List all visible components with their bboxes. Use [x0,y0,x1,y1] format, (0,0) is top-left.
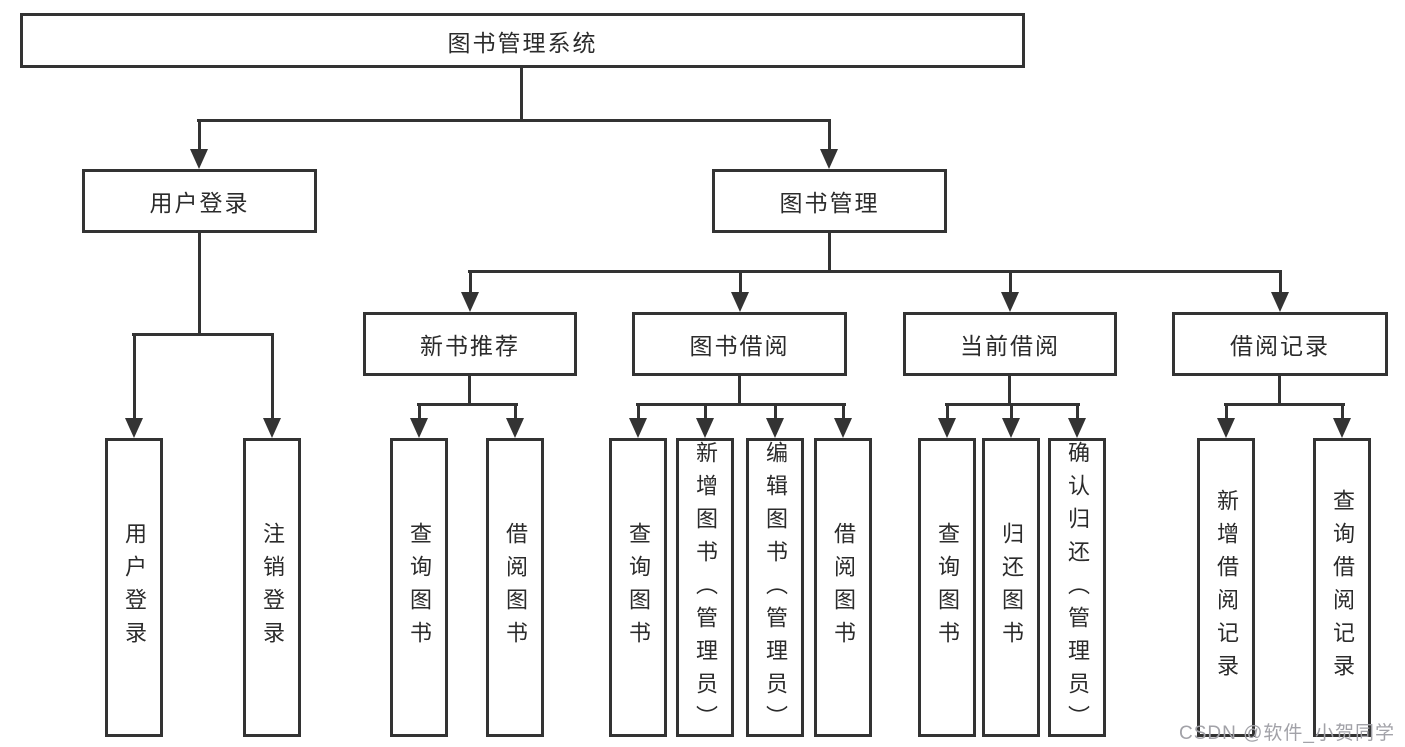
node-user-login: 用户登录 [82,169,317,233]
connector-line [1076,403,1079,420]
connector-line [739,270,742,294]
connector-line [774,403,777,420]
arrow-down-icon [410,418,428,438]
leaf-borrow-edit-books-admin: 编辑图书（管理员） [746,438,804,738]
node-borrow-record: 借阅记录 [1172,312,1388,376]
connector-line [1008,376,1011,406]
leaf-newbook-borrow-books: 借阅图书 [486,438,544,737]
connector-line [468,376,471,406]
connector-line [946,403,949,420]
leaf-current-query-books: 查询图书 [918,438,976,737]
node-current-borrow: 当前借阅 [903,312,1117,376]
arrow-down-icon [834,418,852,438]
arrow-down-icon [461,292,479,312]
leaf-label: 借阅图书 [831,521,856,654]
leaf-label: 确认归还（管理员） [1065,441,1090,738]
connector-line [468,270,1282,273]
connector-line [738,376,741,406]
leaf-label: 新增图书（管理员） [693,441,718,738]
csdn-watermark: CSDN @软件_小贺同学 [1179,723,1395,744]
leaf-logout-login: 注销登录 [243,438,301,737]
node-new-book-recommend: 新书推荐 [363,312,577,376]
connector-line [469,270,472,294]
connector-line [133,333,136,419]
connector-line [1341,403,1344,420]
arrow-down-icon [263,418,281,438]
connector-line [1279,270,1282,294]
connector-line [704,403,707,420]
leaf-label: 注销登录 [260,521,285,654]
connector-line [271,333,274,419]
leaf-label: 新增借阅记录 [1214,488,1239,687]
connector-line [132,333,273,336]
connector-line [842,403,845,420]
leaf-borrow-add-books-admin: 新增图书（管理员） [676,438,734,738]
leaf-label: 查询借阅记录 [1330,488,1355,687]
leaf-record-add-borrow-record: 新增借阅记录 [1197,438,1255,737]
leaf-label: 归还图书 [999,521,1024,654]
arrow-down-icon [506,418,524,438]
leaf-borrow-borrow-books: 借阅图书 [814,438,872,737]
leaf-current-confirm-return-admin: 确认归还（管理员） [1048,438,1106,738]
node-book-borrow: 图书借阅 [632,312,847,376]
connector-line [828,233,831,273]
leaf-newbook-query-books: 查询图书 [390,438,448,737]
connector-line [1278,376,1281,406]
leaf-record-query-borrow-record: 查询借阅记录 [1313,438,1371,737]
leaf-user-login: 用户登录 [105,438,163,737]
node-library-management-system: 图书管理系统 [20,13,1025,68]
connector-line [1009,270,1012,294]
leaf-label: 借阅图书 [503,521,528,654]
connector-line [1224,403,1345,406]
connector-line [1225,403,1228,420]
arrow-down-icon [1001,292,1019,312]
leaf-label: 查询图书 [935,521,960,654]
leaf-label: 编辑图书（管理员） [763,441,788,738]
arrow-down-icon [125,418,143,438]
arrow-down-icon [629,418,647,438]
arrow-down-icon [190,149,208,169]
arrow-down-icon [1002,418,1020,438]
connector-line [828,119,831,152]
connector-line [418,403,421,420]
connector-line [514,403,517,420]
arrow-down-icon [696,418,714,438]
arrow-down-icon [938,418,956,438]
connector-line [197,119,831,122]
arrow-down-icon [766,418,784,438]
connector-line [637,403,640,420]
connector-line [636,403,846,406]
connector-line [520,68,523,122]
leaf-label: 查询图书 [407,521,432,654]
connector-line [417,403,518,406]
leaf-current-return-books: 归还图书 [982,438,1040,737]
leaf-label: 用户登录 [122,521,147,654]
node-book-management: 图书管理 [712,169,947,233]
arrow-down-icon [820,149,838,169]
arrow-down-icon [1068,418,1086,438]
connector-line [1010,403,1013,420]
leaf-label: 查询图书 [626,521,651,654]
connector-line [198,119,201,152]
arrow-down-icon [731,292,749,312]
arrow-down-icon [1271,292,1289,312]
arrow-down-icon [1217,418,1235,438]
arrow-down-icon [1333,418,1351,438]
connector-line [198,233,201,336]
leaf-borrow-query-books: 查询图书 [609,438,667,737]
